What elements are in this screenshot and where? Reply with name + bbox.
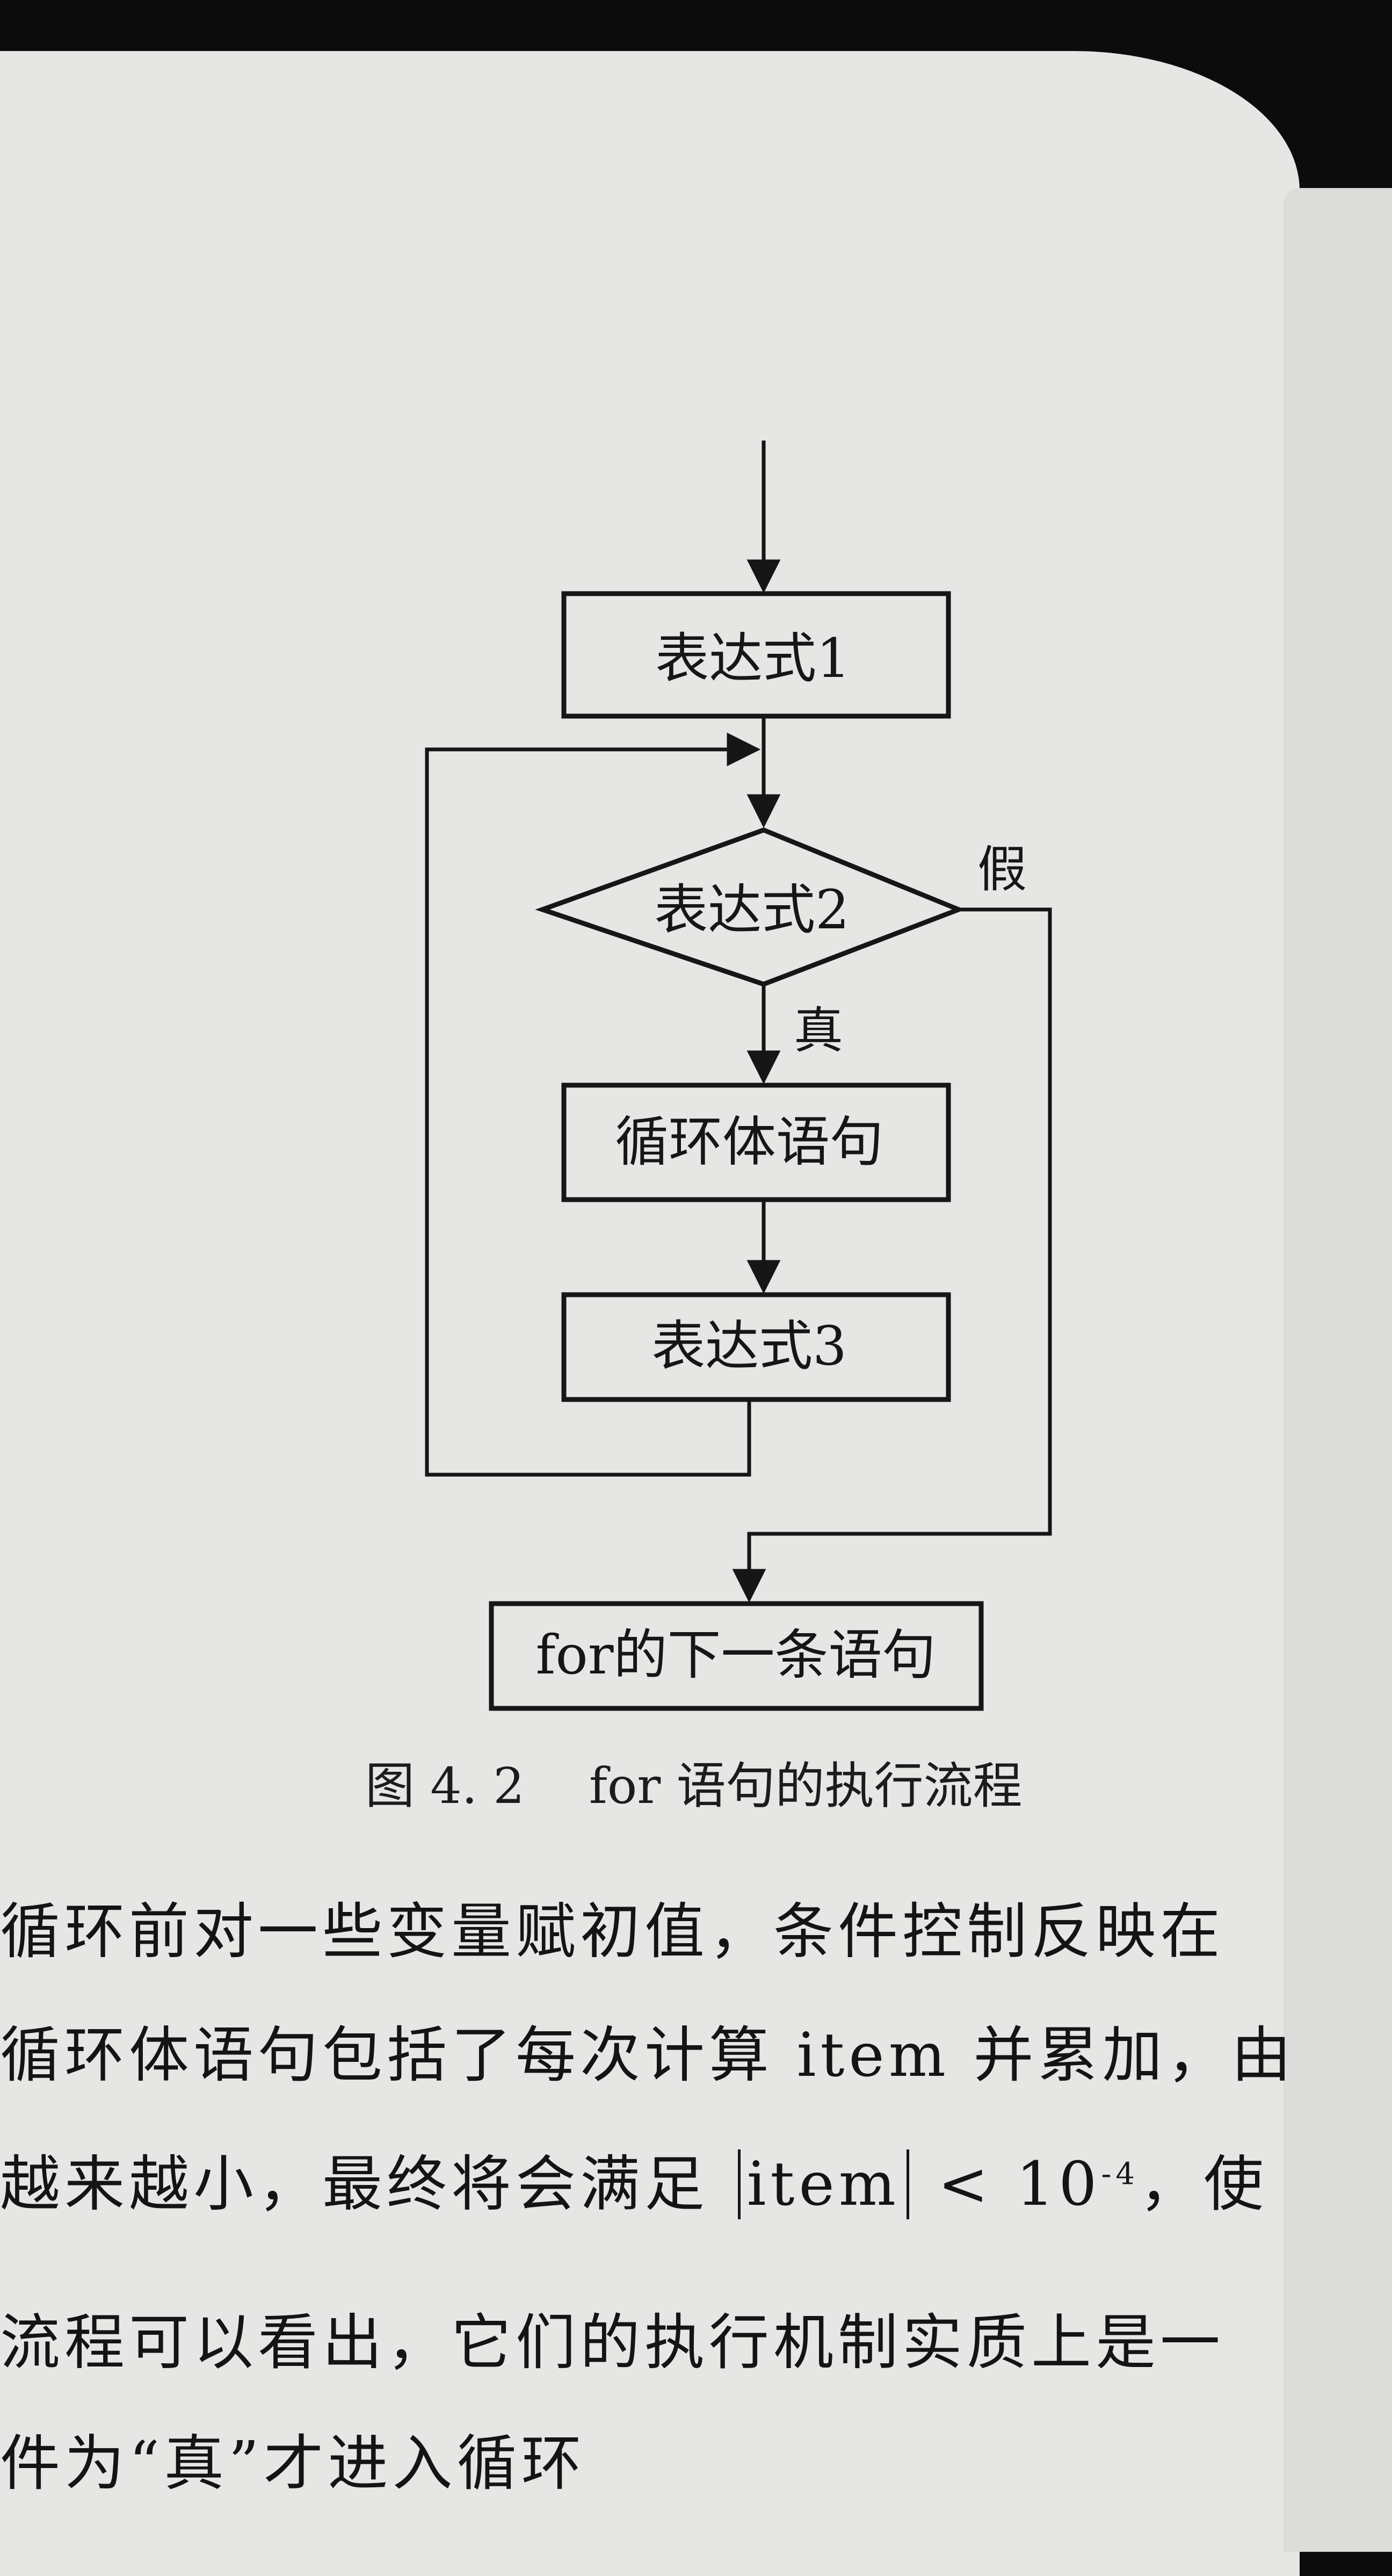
- false-label: 假: [977, 841, 1027, 898]
- abs-item: item: [737, 2149, 909, 2219]
- inequality: < 10: [938, 2149, 1101, 2219]
- loop-body-label: 循环体语句: [615, 1110, 883, 1173]
- expression3-box: [561, 1292, 951, 1402]
- line3-text: 越来越小，最终将会满足: [0, 2149, 709, 2219]
- paragraph2-line2: 件为“真”才进入循环: [0, 2429, 586, 2499]
- figure-number: 图 4. 2: [365, 1757, 525, 1815]
- loop-body-box: [561, 1083, 951, 1202]
- figure-title: for 语句的执行流程: [589, 1757, 1023, 1815]
- paragraph1-line1: 循环前对一些变量赋初值，条件控制反映在: [0, 1897, 1224, 1967]
- loop-back-arrow: [425, 732, 761, 1477]
- line3-tail: ，使: [1139, 2149, 1268, 2219]
- paragraph2-line1: 流程可以看出，它们的执行机制实质上是一: [0, 2308, 1224, 2378]
- false-branch-arrow: [732, 907, 1052, 1603]
- paragraph1-line3: 越来越小，最终将会满足 item < 10-4，使: [0, 2135, 1268, 2223]
- expression1-box: [561, 591, 951, 719]
- true-label: 真: [794, 1002, 843, 1059]
- for-loop-flowchart: 表达式1 表达式2 真 假 循环体语句 表达式3 for的下一条语句: [425, 441, 1052, 1711]
- book-page: [0, 51, 1300, 2576]
- paragraph1-line2: 循环体语句包括了每次计算 item 并累加，由: [0, 2021, 1296, 2090]
- next-statement-box: [489, 1601, 984, 1711]
- expression3-label: 表达式3: [651, 1315, 847, 1377]
- expression1-label: 表达式1: [655, 627, 851, 690]
- expression2-label: 表达式2: [654, 878, 850, 941]
- exponent: -4: [1101, 2156, 1140, 2192]
- figure-caption: 图 4. 2 for 语句的执行流程: [354, 1746, 1022, 1817]
- next-statement-label: for的下一条语句: [535, 1623, 936, 1686]
- adjacent-page: [1284, 188, 1392, 2552]
